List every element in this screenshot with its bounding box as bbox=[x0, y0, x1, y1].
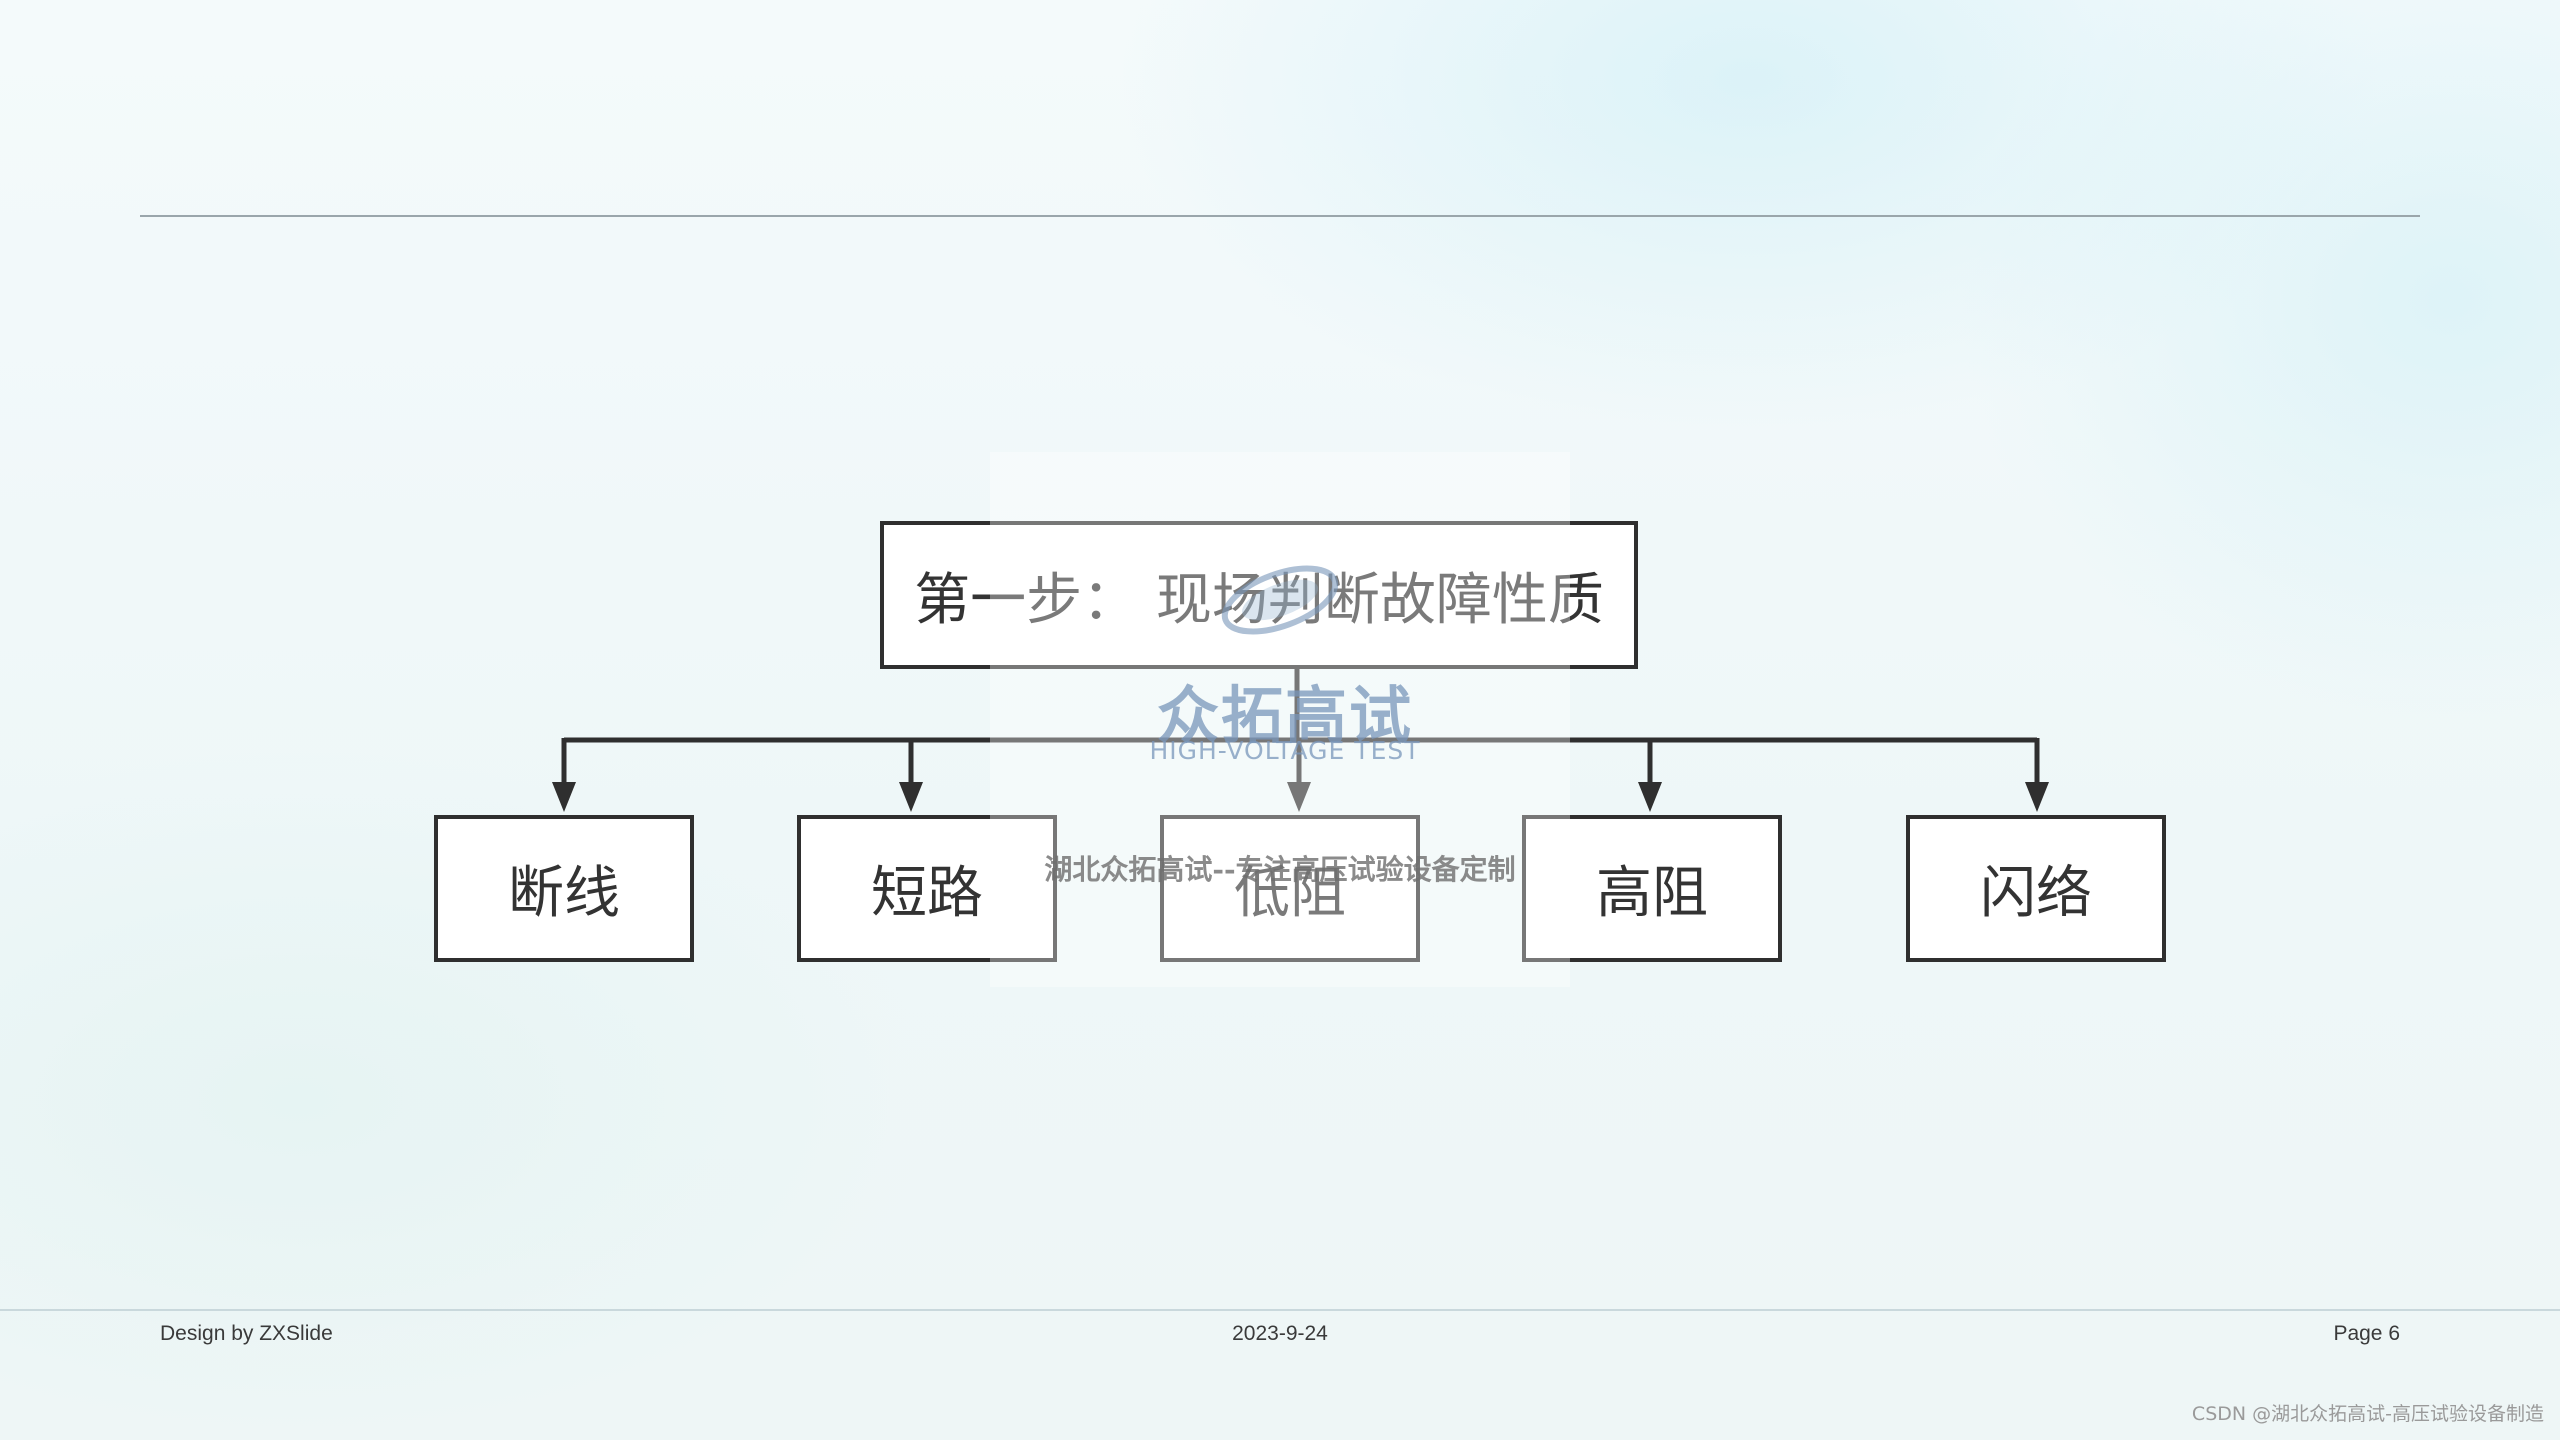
footer-credit: Design by ZXSlide bbox=[160, 1322, 333, 1345]
brand-logo-icon bbox=[1221, 565, 1339, 635]
header-divider bbox=[140, 215, 2420, 217]
leaf-node-label: 短路 bbox=[871, 861, 983, 926]
arrowhead bbox=[1287, 782, 1311, 812]
leaf-node-short: 短路 bbox=[797, 815, 1057, 962]
arrowhead bbox=[552, 782, 576, 812]
arrowhead bbox=[2025, 782, 2049, 812]
root-node: 第一步： 现场判断故障性质 bbox=[880, 521, 1638, 669]
leaf-node-label: 断线 bbox=[508, 861, 620, 926]
source-watermark: CSDN @湖北众拓高试-高压试验设备制造 bbox=[2191, 1403, 2544, 1425]
leaf-node-high-resistance: 高阻 bbox=[1522, 815, 1782, 962]
watermark-overlay bbox=[990, 452, 1570, 987]
leaf-node-low-resistance: 低阻 bbox=[1160, 815, 1420, 962]
page-number: Page 6 bbox=[2333, 1322, 2400, 1345]
footer-date: 2023-9-24 bbox=[1232, 1322, 1328, 1345]
watermark-brand: 众拓高试 bbox=[1156, 679, 1413, 752]
leaf-node-flashover: 闪络 bbox=[1906, 815, 2166, 962]
watermark-slogan: 湖北众拓高试--专注高压试验设备定制 bbox=[1044, 853, 1516, 886]
footer-divider bbox=[0, 1309, 2560, 1311]
arrowhead bbox=[1638, 782, 1662, 812]
leaf-node-label: 低阻 bbox=[1234, 861, 1346, 926]
leaf-node-label: 闪络 bbox=[1980, 861, 2092, 926]
arrowhead bbox=[899, 782, 923, 812]
leaf-node-label: 高阻 bbox=[1596, 861, 1708, 926]
watermark-brand-en: HIGH-VOLTAGE TEST bbox=[1149, 736, 1421, 765]
leaf-node-break: 断线 bbox=[434, 815, 694, 962]
